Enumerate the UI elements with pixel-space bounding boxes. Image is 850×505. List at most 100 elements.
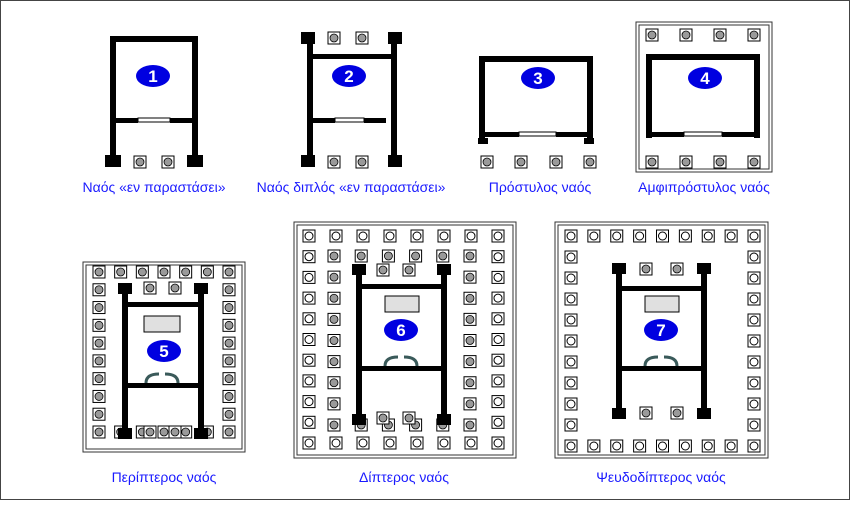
wall [307,40,313,158]
door-leaves [144,372,180,384]
column [566,399,576,409]
wall [352,264,366,275]
wall [646,54,760,60]
column [94,303,104,312]
column [329,251,339,261]
column [658,441,667,451]
plan-2-badge: 2 [332,65,366,87]
stylobate-outline [635,21,773,173]
column [329,157,339,167]
doorway [518,131,557,137]
column [137,267,147,277]
doorway [334,117,365,123]
column [329,33,339,43]
column [385,231,395,241]
column [404,413,414,423]
column [224,320,234,330]
column [749,252,759,262]
plan-1-badge: 1 [136,65,170,87]
column [551,157,561,167]
wall [616,273,622,413]
column [385,438,395,448]
column [224,267,234,277]
stylobate-inner-outline [296,224,514,456]
plan-6-caption: Δίπτερος ναός [359,469,449,485]
badge-ellipse [521,67,555,89]
stylobate-inner-outline [557,224,766,456]
column [438,251,448,261]
column [304,417,314,427]
column [357,33,367,43]
column [159,427,169,437]
statue-base [143,315,181,333]
column [589,231,599,241]
stylobate-outline [82,261,246,453]
column [304,293,314,303]
badge-ellipse [136,65,170,87]
plan-3-badge: 3 [521,67,555,89]
wall [364,118,386,123]
wall [194,283,208,294]
column [493,335,503,344]
column [145,283,155,293]
column [672,264,682,274]
column [493,376,503,386]
column [383,251,393,261]
column [680,231,690,241]
column [566,357,576,367]
column [412,438,422,448]
column [94,267,104,277]
column [304,376,314,386]
door-leaves [383,355,419,367]
wall [701,273,707,413]
column [411,251,421,261]
column [465,399,475,409]
column [749,231,759,241]
column [566,252,576,262]
badge-ellipse [147,340,181,362]
plan-1-number: 1 [148,67,157,86]
column [116,267,126,277]
column [715,30,725,40]
wall [170,118,192,123]
badge-ellipse [332,65,366,87]
wall [485,132,519,137]
wall [584,138,594,144]
plan-6-badge: 6 [384,319,418,341]
wall [612,263,626,274]
plan-4-badge: 4 [688,67,722,89]
column [465,272,475,282]
plan-3-number: 3 [533,69,542,88]
column [94,409,104,419]
column [224,374,234,384]
wall [352,414,366,425]
stylobate-outline [293,221,517,459]
wall [356,274,362,419]
column [647,30,657,40]
column [493,231,503,241]
column [159,267,169,277]
column [680,441,690,451]
column [181,267,191,277]
column [726,441,736,451]
column [181,427,191,437]
wall [479,56,593,62]
column [465,420,475,430]
wall [116,118,138,123]
column [465,357,475,367]
column [749,273,759,283]
wall [187,155,203,167]
column [749,399,759,409]
wall [697,263,711,274]
column [566,273,576,283]
badge-ellipse [688,67,722,89]
plan-4-number: 4 [700,69,710,88]
column [566,231,576,241]
plan-3-caption: Πρόστυλος ναός [489,179,592,195]
wall [587,56,593,140]
plan-5-badge: 5 [147,340,181,362]
column [465,378,475,388]
column [749,357,759,367]
plan-1 [105,36,203,169]
